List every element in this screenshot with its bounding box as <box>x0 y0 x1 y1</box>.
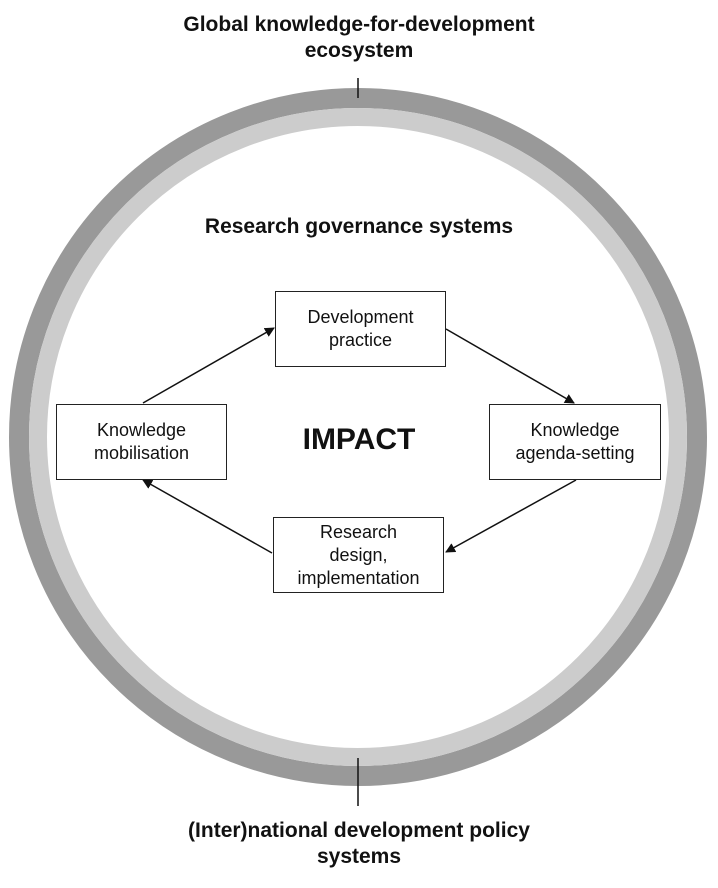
node-research-design: Research design, implementation <box>273 517 444 593</box>
node-text-line: design, <box>329 544 388 565</box>
node-development-practice: Development practice <box>275 291 446 367</box>
node-text-line: practice <box>328 330 393 350</box>
node-text-line: agenda-setting <box>515 443 635 463</box>
inner-ring <box>29 108 687 766</box>
node-text-line: Knowledge <box>530 420 620 440</box>
outer-label-top-line-2: ecosystem <box>304 39 414 62</box>
node-text-line: implementation <box>297 567 420 588</box>
outer-label-bottom: (Inter)national development policy syste… <box>0 818 718 870</box>
node-knowledge-mobilisation: Knowledge mobilisation <box>56 404 227 480</box>
outer-label-top-line-1: Global knowledge-for-development <box>183 13 535 36</box>
node-knowledge-agenda-setting: Knowledge agenda-setting <box>489 404 661 480</box>
center-label: IMPACT <box>302 423 416 456</box>
outer-label-bottom-line-1: (Inter)national development policy <box>188 819 530 842</box>
arrow-agenda-to-research <box>445 479 577 553</box>
node-text-line: Development <box>307 307 414 327</box>
outer-label-bottom-line-2: systems <box>316 845 402 868</box>
node-text-line: Research <box>319 521 398 542</box>
outer-label-top: Global knowledge-for-development ecosyst… <box>0 12 718 64</box>
arrow-mobilisation-to-practice <box>142 327 275 404</box>
node-text-line: Knowledge <box>96 420 187 440</box>
arrow-research-to-mobilisation <box>142 479 273 554</box>
inner-title: Research governance systems <box>204 215 514 238</box>
arrow-practice-to-agenda <box>445 328 575 404</box>
node-text-line: mobilisation <box>93 443 190 463</box>
